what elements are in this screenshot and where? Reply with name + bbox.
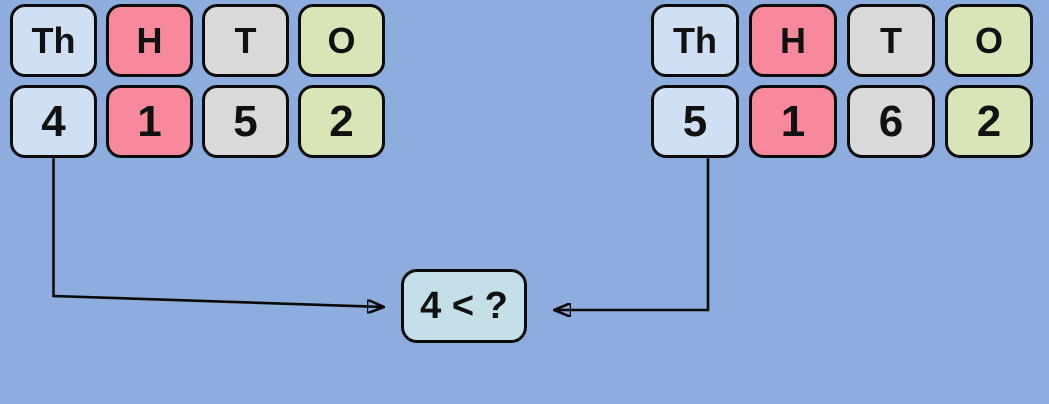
right-header-tens: T bbox=[847, 4, 935, 77]
left-digit-thousands: 4 bbox=[10, 85, 97, 158]
left-header-thousands: Th bbox=[10, 4, 97, 77]
right-header-ones: O bbox=[945, 4, 1033, 77]
left-header-hundreds: H bbox=[106, 4, 193, 77]
right-digit-hundreds: 1 bbox=[749, 85, 837, 158]
right-digit-ones: 2 bbox=[945, 85, 1033, 158]
comparison-box: 4 < ? bbox=[401, 269, 527, 343]
right-thousands-arrow bbox=[555, 156, 710, 310]
left-place-value-table: Th H T O 4 1 5 2 bbox=[10, 4, 385, 158]
right-digit-tens: 6 bbox=[847, 85, 935, 158]
comparison-text: 4 < ? bbox=[420, 284, 508, 327]
left-header-tens: T bbox=[202, 4, 289, 77]
left-digit-tens: 5 bbox=[202, 85, 289, 158]
left-digit-hundreds: 1 bbox=[106, 85, 193, 158]
left-digit-ones: 2 bbox=[298, 85, 385, 158]
right-digit-thousands: 5 bbox=[651, 85, 739, 158]
right-place-value-table: Th H T O 5 1 6 2 bbox=[651, 4, 1033, 158]
right-header-thousands: Th bbox=[651, 4, 739, 77]
left-header-ones: O bbox=[298, 4, 385, 77]
right-header-hundreds: H bbox=[749, 4, 837, 77]
left-thousands-arrow bbox=[52, 157, 384, 307]
